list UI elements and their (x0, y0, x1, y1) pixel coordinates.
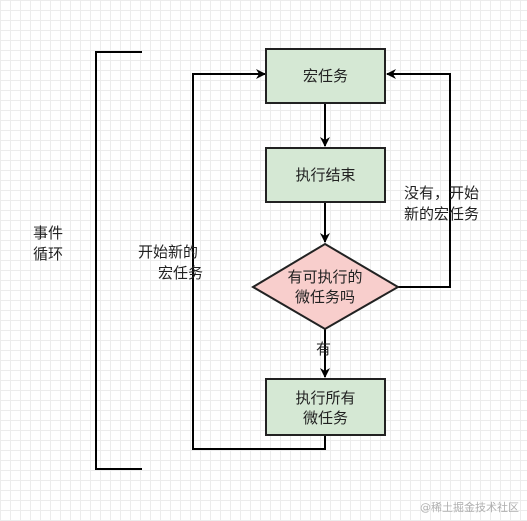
node-exec-end-label: 执行结束 (295, 166, 355, 184)
node-macro-task-label: 宏任务 (303, 67, 348, 85)
label-start-line2: 宏任务 (158, 264, 203, 282)
label-yes: 有 (316, 340, 331, 358)
node-decision-label-line1: 有可执行的 (287, 268, 362, 286)
event-loop-bracket (95, 51, 142, 470)
label-loop-line2: 循环 (33, 245, 63, 263)
edge-decision-no (386, 69, 451, 288)
node-exec-all-label-line1: 执行所有 (295, 389, 355, 407)
node-macro-task: 宏任务 (265, 48, 386, 104)
label-loop-line1: 事件 (33, 224, 63, 242)
node-exec-all: 执行所有 微任务 (265, 378, 386, 436)
node-decision-label-line2: 微任务吗 (295, 288, 355, 306)
node-exec-end: 执行结束 (265, 147, 386, 203)
watermark: @稀土掘金技术社区 (420, 501, 519, 514)
node-exec-all-label-line2: 微任务 (303, 409, 348, 427)
label-start-line1: 开始新的 (138, 243, 198, 261)
node-decision: 有可执行的 微任务吗 (251, 242, 400, 331)
label-no-line1: 没有，开始 (404, 184, 479, 202)
label-no-line2: 新的宏任务 (404, 205, 479, 223)
edge-loop-back (192, 69, 326, 450)
